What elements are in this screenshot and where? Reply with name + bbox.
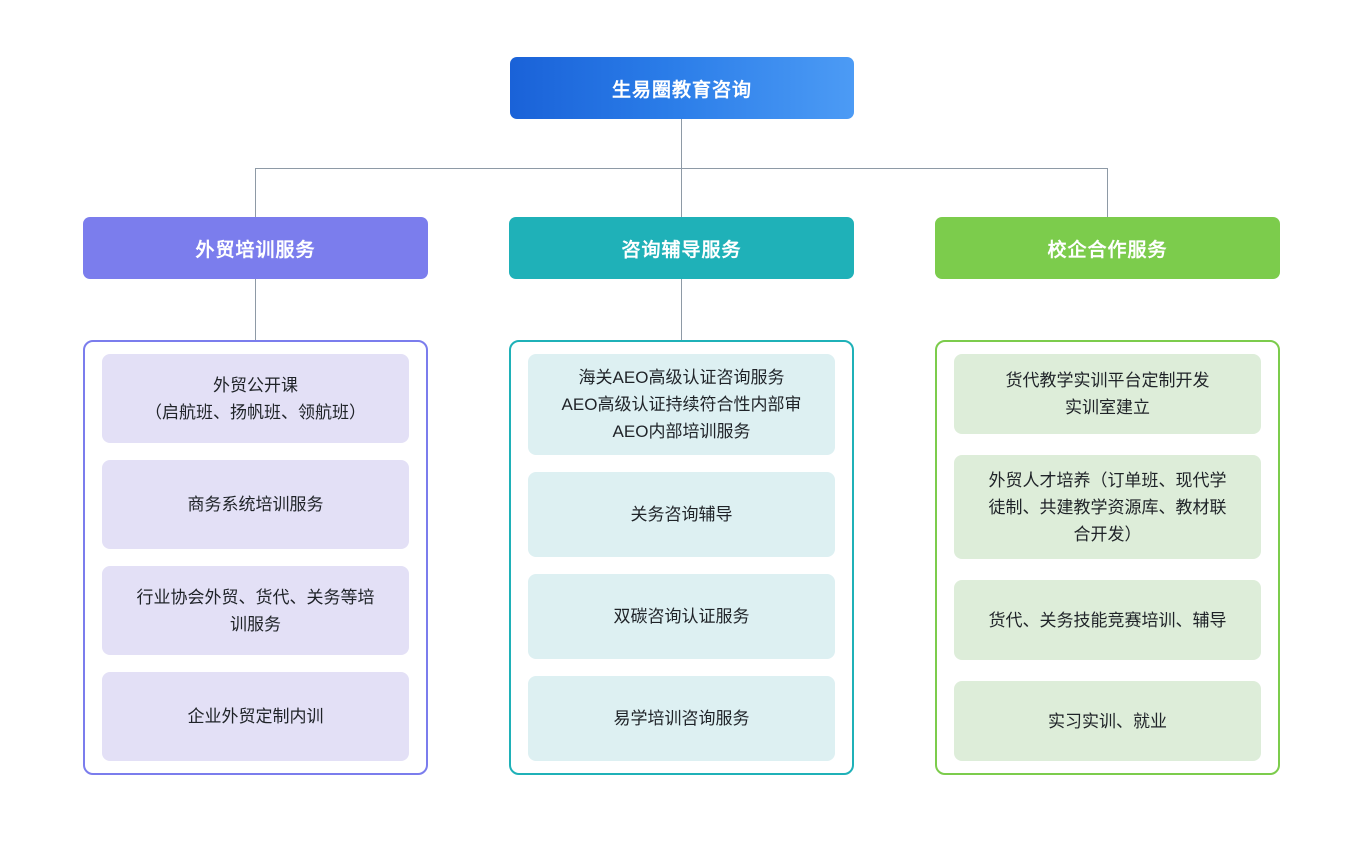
column-header-2[interactable]: 校企合作服务 bbox=[935, 217, 1280, 279]
leaf-item[interactable]: 货代教学实训平台定制开发 实训室建立 bbox=[954, 354, 1261, 434]
leaf-item[interactable]: 外贸公开课 （启航班、扬帆班、领航班） bbox=[102, 354, 409, 443]
leaf-item[interactable]: 商务系统培训服务 bbox=[102, 460, 409, 549]
leaf-item[interactable]: 海关AEO高级认证咨询服务 AEO高级认证持续符合性内部审 AEO内部培训服务 bbox=[528, 354, 835, 455]
connector-branch-left bbox=[255, 168, 256, 217]
column-header-0[interactable]: 外贸培训服务 bbox=[83, 217, 428, 279]
leaf-item[interactable]: 行业协会外贸、货代、关务等培 训服务 bbox=[102, 566, 409, 655]
connector-stem-middle bbox=[681, 279, 682, 340]
leaf-item[interactable]: 货代、关务技能竞赛培训、辅导 bbox=[954, 580, 1261, 660]
column-header-label-1: 咨询辅导服务 bbox=[621, 239, 742, 261]
connector-root-stem bbox=[681, 119, 682, 168]
connector-branch-middle bbox=[681, 168, 682, 217]
column-body-0: 外贸公开课 （启航班、扬帆班、领航班） 商务系统培训服务 行业协会外贸、货代、关… bbox=[83, 340, 428, 775]
leaf-item[interactable]: 易学培训咨询服务 bbox=[528, 676, 835, 761]
leaf-item[interactable]: 企业外贸定制内训 bbox=[102, 672, 409, 761]
root-node-label: 生易圈教育咨询 bbox=[611, 79, 752, 101]
connector-horizontal-bus bbox=[255, 168, 1108, 169]
leaf-item[interactable]: 外贸人才培养（订单班、现代学 徒制、共建教学资源库、教材联 合开发） bbox=[954, 455, 1261, 559]
leaf-item[interactable]: 关务咨询辅导 bbox=[528, 472, 835, 557]
root-node[interactable]: 生易圈教育咨询 bbox=[510, 57, 854, 119]
leaf-item[interactable]: 实习实训、就业 bbox=[954, 681, 1261, 761]
column-header-1[interactable]: 咨询辅导服务 bbox=[509, 217, 854, 279]
column-header-label-2: 校企合作服务 bbox=[1047, 239, 1168, 261]
column-body-2: 货代教学实训平台定制开发 实训室建立 外贸人才培养（订单班、现代学 徒制、共建教… bbox=[935, 340, 1280, 775]
column-header-label-0: 外贸培训服务 bbox=[195, 239, 316, 261]
leaf-item[interactable]: 双碳咨询认证服务 bbox=[528, 574, 835, 659]
connector-branch-right bbox=[1107, 168, 1108, 217]
connector-stem-left bbox=[255, 279, 256, 340]
column-body-1: 海关AEO高级认证咨询服务 AEO高级认证持续符合性内部审 AEO内部培训服务 … bbox=[509, 340, 854, 775]
